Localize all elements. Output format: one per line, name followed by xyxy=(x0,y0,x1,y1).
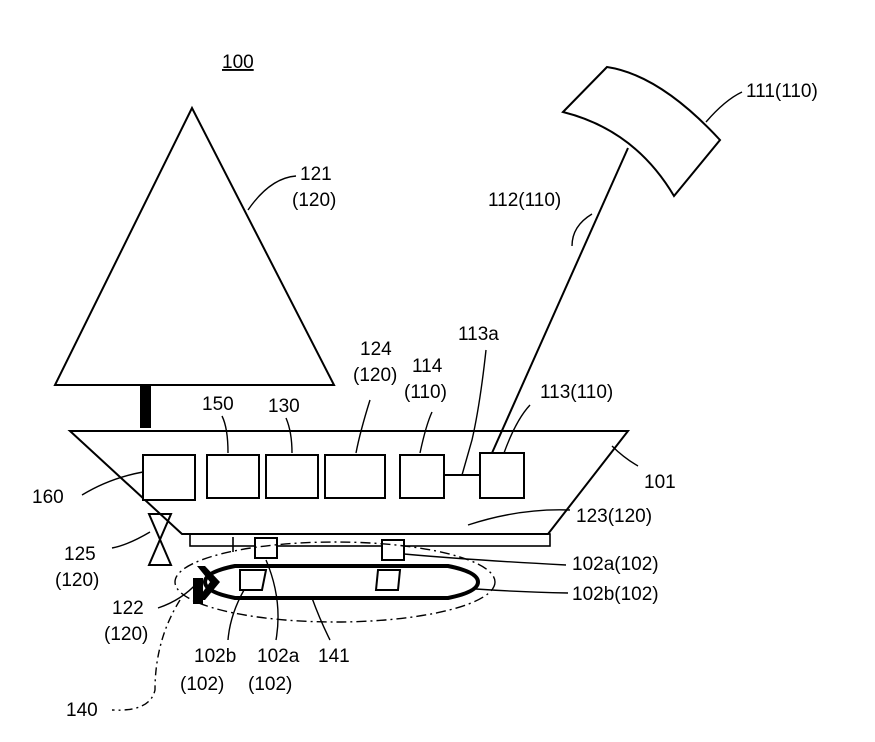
kite-111 xyxy=(563,67,720,196)
label-102a-right: 102a(102) xyxy=(572,554,659,575)
label-125: 125 xyxy=(64,544,96,565)
figure-label: 100 xyxy=(222,52,254,73)
fin-mount xyxy=(193,578,203,604)
label-102b-bottom-sub: (102) xyxy=(180,674,224,695)
leader-111 xyxy=(706,92,742,122)
label-124: 124 xyxy=(360,339,392,360)
leader-160 xyxy=(82,472,143,495)
label-140: 140 xyxy=(66,700,98,721)
label-160: 160 xyxy=(32,487,64,508)
label-114-sub: (110) xyxy=(404,382,447,403)
label-102b-right: 102b(102) xyxy=(572,584,659,605)
leader-101 xyxy=(612,446,638,466)
label-141: 141 xyxy=(318,646,350,667)
leader-130 xyxy=(286,418,292,453)
label-130: 130 xyxy=(268,396,300,417)
label-124-sub: (120) xyxy=(353,365,397,386)
label-121: 121 xyxy=(300,164,332,185)
label-102b-bottom: 102b xyxy=(194,646,236,667)
strut-102a-right xyxy=(382,540,404,560)
box-130 xyxy=(266,455,318,498)
box-150 xyxy=(207,455,259,498)
leader-102b-right xyxy=(476,589,568,593)
leader-150 xyxy=(222,416,228,453)
leader-124 xyxy=(356,400,370,453)
label-125-sub: (120) xyxy=(55,570,99,591)
label-123: 123(120) xyxy=(576,506,652,527)
leader-123 xyxy=(468,510,570,525)
sail-121 xyxy=(55,108,334,385)
plate-123 xyxy=(190,534,550,546)
leader-121 xyxy=(248,176,296,210)
fin-102b-left xyxy=(240,570,266,590)
label-113a: 113a xyxy=(458,324,499,345)
label-102a-bottom: 102a xyxy=(257,646,300,667)
leader-141 xyxy=(312,598,330,640)
leader-114 xyxy=(420,412,432,453)
leader-125 xyxy=(112,532,150,548)
fin-102b-right xyxy=(376,570,400,590)
leader-112 xyxy=(572,214,592,246)
mast xyxy=(140,386,151,428)
box-124 xyxy=(325,455,385,498)
box-160 xyxy=(143,455,195,500)
label-122: 122 xyxy=(112,598,144,619)
label-114: 114 xyxy=(412,356,443,377)
label-150: 150 xyxy=(202,394,234,415)
label-101: 101 xyxy=(644,472,676,493)
leader-113 xyxy=(504,405,530,453)
box-113 xyxy=(480,453,524,498)
strut-102a-left xyxy=(255,538,277,558)
region-140 xyxy=(175,542,495,622)
label-112: 112(110) xyxy=(488,190,561,211)
label-122-sub: (120) xyxy=(104,624,148,645)
box-114 xyxy=(400,455,444,498)
valve-125 xyxy=(149,514,171,565)
leader-102a-right xyxy=(404,554,566,565)
label-121-sub: (120) xyxy=(292,190,336,211)
label-113: 113(110) xyxy=(540,382,613,403)
label-111: 111(110) xyxy=(746,81,818,102)
label-102a-bottom-sub: (102) xyxy=(248,674,292,695)
